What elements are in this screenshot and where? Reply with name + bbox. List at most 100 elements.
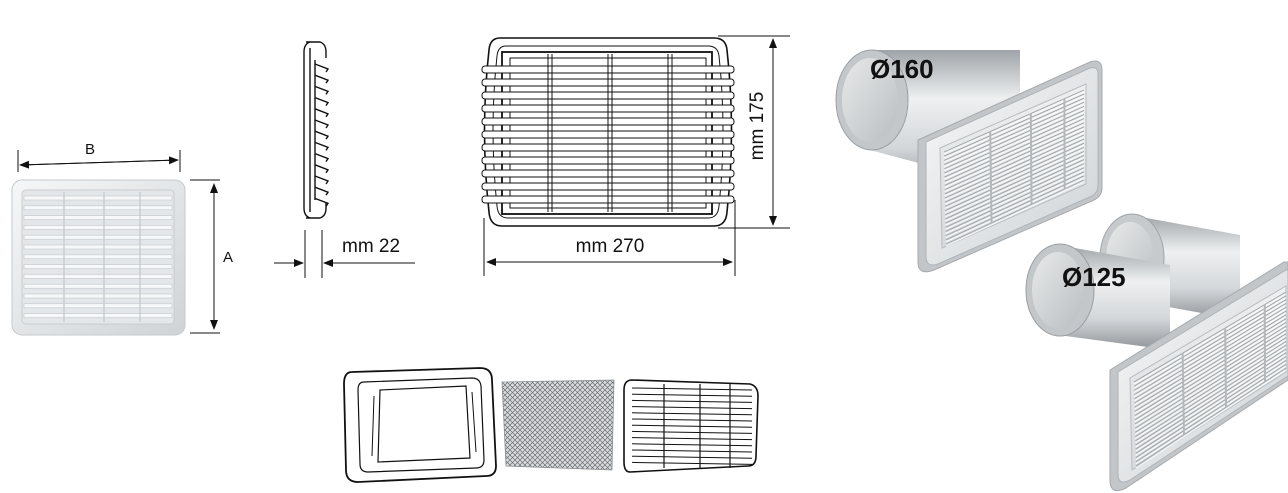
render-slat <box>943 97 1085 161</box>
render-slat <box>945 179 1085 245</box>
grille-d125 <box>1109 261 1288 492</box>
dimension-width: mm 270 <box>483 200 736 276</box>
exploded-slat <box>631 393 753 397</box>
render-divider <box>1224 327 1227 408</box>
render-slat <box>1135 344 1287 442</box>
thumb-slat <box>23 244 173 250</box>
render-divider <box>989 131 993 223</box>
thumb-slat <box>23 225 173 230</box>
render-slat <box>1134 329 1287 425</box>
render-slat <box>944 142 1085 207</box>
render-slat-highlight <box>944 132 1085 197</box>
dimension-a: A <box>190 179 233 334</box>
thumbnail-slats <box>23 192 173 322</box>
exploded-grille <box>623 379 759 473</box>
render-slat-highlight <box>944 136 1085 201</box>
profile-fin <box>314 141 330 151</box>
render-slat-highlight <box>1135 369 1287 469</box>
profile-fin <box>314 85 330 95</box>
exploded-slat <box>631 387 753 391</box>
render-slat-highlight <box>944 124 1085 188</box>
render-slat-highlight <box>1133 301 1287 393</box>
render-slat <box>1135 341 1287 437</box>
render-slat <box>1135 363 1287 463</box>
render-slat-highlight <box>1135 365 1287 465</box>
render-slat-highlight <box>1133 297 1287 389</box>
render-slat-highlight <box>945 169 1085 234</box>
render-slat <box>945 146 1085 211</box>
render-slat-highlight <box>944 112 1085 176</box>
product-d125: Ø125 <box>1025 213 1288 492</box>
render-slat-highlight <box>1134 316 1287 410</box>
render-slat <box>1134 322 1287 416</box>
render-slat-highlight <box>1134 339 1287 435</box>
grille-side-profile <box>303 41 330 219</box>
render-slat-highlight <box>1135 358 1287 456</box>
dimension-a-label: A <box>223 249 233 266</box>
dimension-depth-label: mm 22 <box>342 236 400 257</box>
profile-fin <box>314 164 330 174</box>
front-bars <box>481 54 735 212</box>
thumb-slat <box>23 313 173 318</box>
thumb-slat <box>23 205 173 211</box>
render-slat <box>945 175 1085 241</box>
grille-d160-slats <box>943 89 1085 247</box>
thumb-slat <box>23 254 173 260</box>
dimension-height-label: mm 175 <box>747 92 768 161</box>
dimension-width-label: mm 270 <box>576 236 645 257</box>
exploded-frame <box>343 367 497 483</box>
render-slat-highlight <box>944 120 1085 184</box>
exploded-slat <box>631 412 753 416</box>
render-slat-highlight <box>1134 320 1287 414</box>
render-slat-highlight <box>1134 324 1287 418</box>
render-slat-highlight <box>944 144 1085 209</box>
render-slat-highlight <box>945 161 1085 226</box>
render-slat <box>943 93 1085 157</box>
render-divider <box>1181 353 1185 435</box>
render-slat-highlight <box>945 181 1085 247</box>
profile-fin <box>314 96 330 106</box>
profile-fin <box>314 130 330 140</box>
profile-fin <box>314 108 330 118</box>
render-slat <box>944 105 1085 170</box>
render-slat-highlight <box>1134 331 1287 427</box>
render-slat <box>944 134 1085 199</box>
exploded-slat <box>631 437 753 441</box>
product-d160: Ø160 <box>835 49 1103 273</box>
render-slat <box>945 155 1085 220</box>
render-slat <box>944 122 1085 186</box>
render-slat-highlight <box>1135 343 1287 439</box>
profile-fin <box>314 63 330 73</box>
render-slat <box>1133 291 1287 383</box>
render-slat-highlight <box>945 177 1085 243</box>
render-slat <box>944 114 1085 178</box>
thumb-slat <box>23 264 173 269</box>
render-slat <box>1134 318 1287 412</box>
thumb-slat <box>23 274 173 279</box>
render-slat <box>944 130 1085 195</box>
diameter-160-label: Ø160 <box>870 54 934 84</box>
exploded-slat <box>631 461 753 465</box>
exploded-grille-slats <box>631 384 753 468</box>
render-slat <box>944 110 1085 174</box>
render-slat-highlight <box>1134 312 1287 406</box>
exploded-slat <box>631 449 753 453</box>
thumb-slat <box>23 195 173 201</box>
render-slat <box>945 163 1085 228</box>
grille-d160 <box>917 60 1103 273</box>
render-slat <box>945 167 1085 232</box>
render-slat-highlight <box>1135 350 1287 448</box>
dimension-depth: mm 22 <box>274 230 415 278</box>
exploded-slat <box>631 406 753 410</box>
render-slat <box>944 101 1085 165</box>
render-slat <box>1134 310 1287 404</box>
render-slat-highlight <box>943 95 1085 159</box>
render-slat <box>1134 314 1287 408</box>
exploded-slat <box>631 399 753 403</box>
render-slat <box>1134 325 1287 421</box>
diameter-125-label: Ø125 <box>1062 262 1126 292</box>
render-slat-highlight <box>944 107 1085 172</box>
render-slat-highlight <box>945 152 1085 218</box>
exploded-slat <box>631 424 753 428</box>
